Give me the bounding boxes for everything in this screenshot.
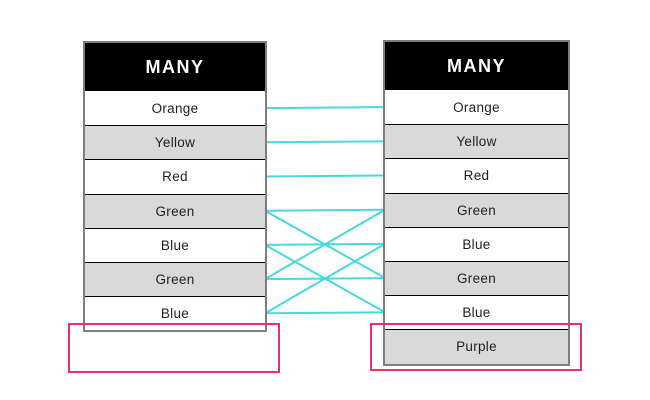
table-row: Yellow bbox=[85, 125, 265, 160]
connection-line bbox=[264, 140, 386, 144]
right-table: MANY Orange Yellow Red Green Blue Green … bbox=[383, 40, 570, 366]
connection-line bbox=[264, 208, 386, 280]
right-table-header: MANY bbox=[385, 42, 568, 90]
table-row: Purple bbox=[385, 329, 568, 364]
table-row: Yellow bbox=[385, 124, 568, 159]
table-row: Red bbox=[385, 158, 568, 193]
connection-line bbox=[264, 106, 386, 110]
left-table-header: MANY bbox=[85, 43, 265, 91]
table-row: Green bbox=[85, 193, 265, 228]
table-row: Red bbox=[85, 159, 265, 194]
table-row: Orange bbox=[385, 90, 568, 125]
missing-row-highlight bbox=[68, 323, 280, 373]
table-row: Green bbox=[385, 260, 568, 296]
table-row: Green bbox=[85, 261, 265, 297]
connection-line bbox=[264, 311, 386, 315]
connection-line bbox=[264, 243, 386, 315]
table-row: Green bbox=[385, 192, 568, 227]
connection-line bbox=[264, 174, 386, 178]
connection-line bbox=[264, 208, 386, 212]
left-table: MANY Orange Yellow Red Green Blue Green … bbox=[83, 41, 267, 333]
table-row: Blue bbox=[385, 226, 568, 261]
purple-row-highlight bbox=[370, 323, 582, 371]
table-row: Blue bbox=[85, 227, 265, 262]
table-row: Orange bbox=[85, 91, 265, 126]
